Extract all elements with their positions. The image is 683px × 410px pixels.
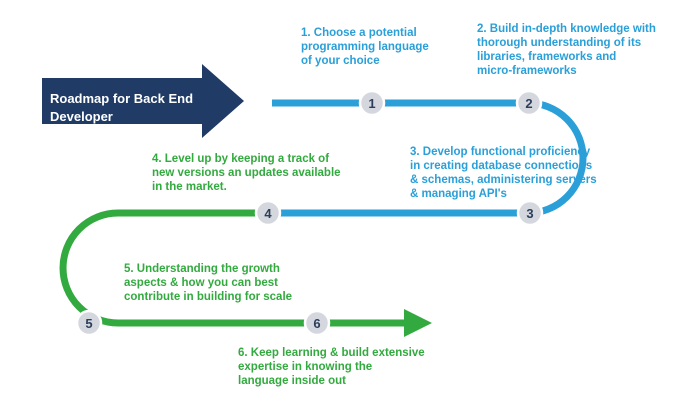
step-6-label: 6. Keep learning & build extensive exper… [238,347,425,387]
step-node-3: 3 [516,199,544,227]
step-node-4-number: 4 [264,206,272,221]
step-node-5: 5 [75,309,103,337]
step-5-label: 5. Understanding the growth aspects & ho… [124,263,293,303]
step-2-label: 2. Build in-depth knowledge with thoroug… [477,23,656,77]
step-node-5-number: 5 [85,316,92,331]
step-node-1-number: 1 [368,96,375,111]
step-1-label: 1. Choose a potential programming langua… [301,27,429,67]
step-node-1: 1 [358,89,386,117]
roadmap-title: Roadmap for Back End Developer [50,91,194,124]
step-node-2: 2 [515,89,543,117]
green-arrowhead [404,309,432,337]
step-node-6-number: 6 [313,316,320,331]
step-node-3-number: 3 [526,206,533,221]
step-node-6: 6 [303,309,331,337]
blue-road [262,99,587,217]
step-3-label: 3. Develop functional proficiency in cre… [410,146,597,200]
title-arrow [42,64,244,138]
step-4-label: 4. Level up by keeping a track of new ve… [152,153,341,193]
step-node-4: 4 [254,199,282,227]
step-node-2-number: 2 [525,96,532,111]
